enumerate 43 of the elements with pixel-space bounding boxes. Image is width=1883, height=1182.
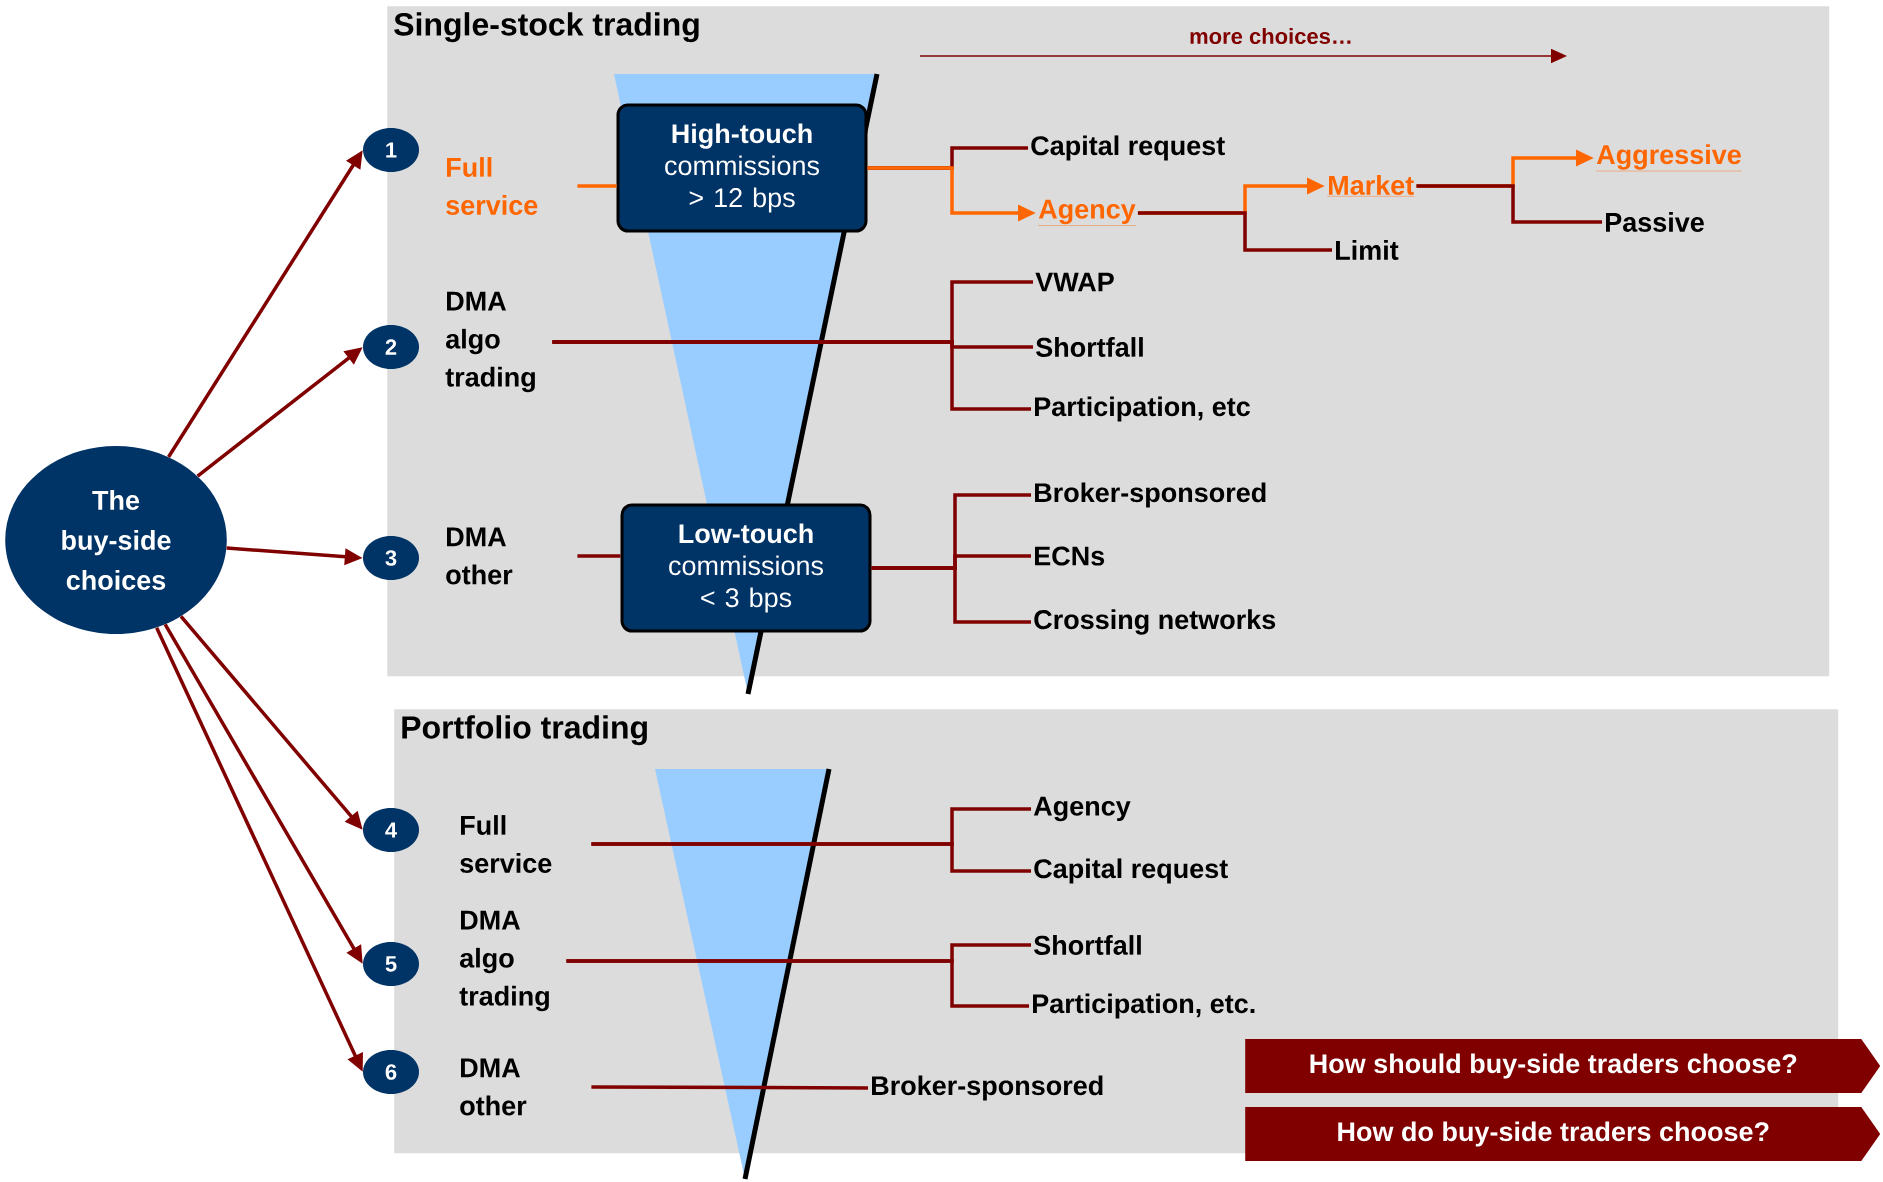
option-label: Broker-sponsored [872,1075,1103,1101]
connector-line [1137,211,1332,252]
option-label: DMA other [446,527,513,585]
option-label: Capital request [1034,858,1228,884]
connector-line [871,566,1031,624]
number-badge: 6 [363,1050,419,1094]
note-label: more choices… [1190,27,1351,45]
option-label: Participation, etc [1035,396,1250,422]
option-label: Aggressive [1596,144,1742,172]
option-label: Market [1327,175,1415,197]
commission-box: Low-touch commissions < 3 bps [620,503,872,633]
option-label: VWAP [1035,272,1114,292]
option-label: DMA algo trading [459,910,549,1012]
option-label: Passive [1606,212,1704,232]
number-badge: 1 [363,128,419,172]
option-label: Agency [1033,796,1131,822]
option-label: DMA algo trading [445,291,535,393]
connector-line [566,959,1029,1008]
connector-line [577,554,621,558]
option-label: ECNs [1035,546,1105,566]
option-label: Shortfall [1034,935,1141,955]
number-badge: 3 [363,536,419,580]
option-label: Shortfall [1036,337,1143,357]
number-badge: 2 [363,325,419,369]
option-label: Limit [1336,240,1399,260]
option-label: Participation, etc. [1033,993,1255,1019]
connector-line [577,184,617,188]
connector-line [552,340,1031,411]
question-banner: How should buy-side traders choose? [1245,1039,1881,1093]
option-label: Full service [446,157,538,215]
number-badge: 4 [363,808,419,852]
connector-line [591,1085,868,1090]
option-label: Full service [460,815,552,873]
commission-box: High-touch commissions > 12 bps [616,103,868,233]
option-label: Broker-sponsored [1035,482,1266,508]
connector-line [1416,184,1602,224]
option-label: Agency [1038,199,1136,226]
number-badge: 5 [363,942,419,986]
option-label: Capital request [1031,135,1225,161]
option-label: Crossing networks [1034,609,1276,635]
question-banner: How do buy-side traders choose? [1245,1107,1881,1161]
connector-line [591,842,1031,873]
option-label: DMA other [460,1058,527,1116]
